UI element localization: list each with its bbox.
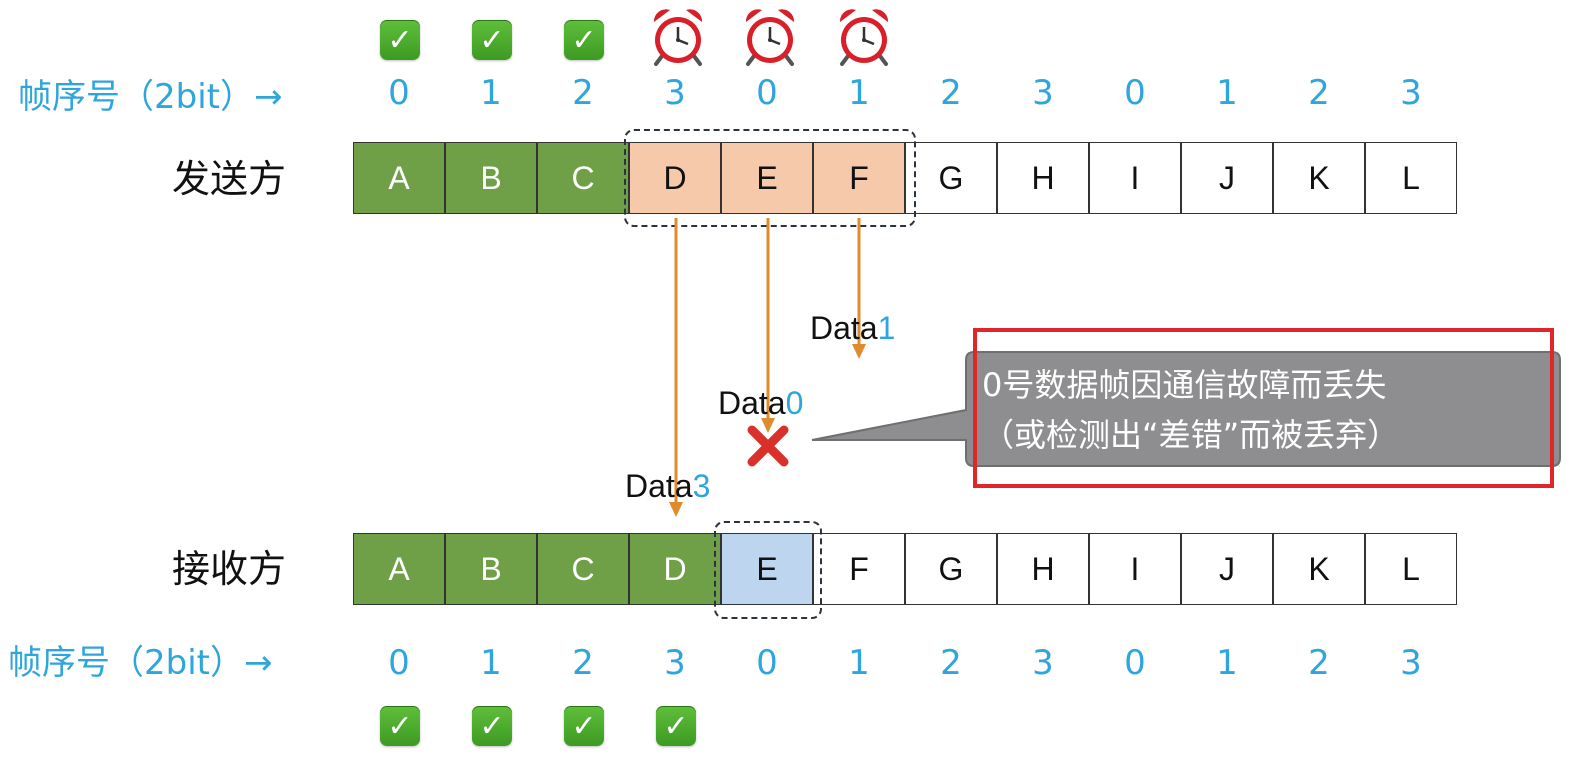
highlight-frame — [973, 328, 1554, 488]
check-icon: ✓ — [472, 20, 512, 60]
receiver-frame-row: A B C D E F G H I J K L — [353, 533, 1457, 605]
check-icon: ✓ — [564, 706, 604, 746]
callout-line-1: 0号数据帧因通信故障而丢失 — [982, 366, 1387, 404]
alarm-clock-icon — [653, 9, 703, 66]
receiver-frame: G — [905, 533, 997, 605]
alarm-clock-icon — [839, 9, 889, 66]
sequence-number: 0 — [388, 73, 410, 113]
arrowhead — [761, 418, 775, 433]
sender-frame: L — [1365, 142, 1457, 214]
sequence-number: 2 — [572, 73, 594, 113]
receiver-label: 接收方 — [172, 547, 287, 591]
sequence-number: 1 — [480, 643, 502, 683]
receiver-frame: K — [1273, 533, 1365, 605]
receiver-frame: F — [813, 533, 905, 605]
sequence-number: 0 — [1124, 73, 1146, 113]
receiver-frame: C — [537, 533, 629, 605]
data1-label: Data1 — [810, 310, 896, 346]
callout-line-2: （或检测出“差错”而被丢弃） — [982, 416, 1400, 454]
sequence-number: 2 — [1308, 73, 1330, 113]
sender-frame: E — [721, 142, 813, 214]
sequence-number: 1 — [1216, 643, 1238, 683]
sequence-number: 3 — [664, 73, 686, 113]
sequence-number: 3 — [1032, 73, 1054, 113]
sequence-number: 0 — [756, 643, 778, 683]
sequence-number: 1 — [848, 73, 870, 113]
receiver-frame: J — [1181, 533, 1273, 605]
sender-frame: D — [629, 142, 721, 214]
receiver-frame: A — [353, 533, 445, 605]
sender-frame: H — [997, 142, 1089, 214]
receiver-frame: I — [1089, 533, 1181, 605]
sender-frame: A — [353, 142, 445, 214]
sequence-number: 1 — [1216, 73, 1238, 113]
sender-frame: J — [1181, 142, 1273, 214]
sender-label: 发送方 — [172, 157, 287, 201]
sender-window — [624, 129, 916, 227]
sequence-number: 2 — [940, 643, 962, 683]
data3-label: Data3 — [625, 468, 711, 504]
receiver-frame: B — [445, 533, 537, 605]
check-icon: ✓ — [380, 706, 420, 746]
receiver-frame: L — [1365, 533, 1457, 605]
sender-frame: K — [1273, 142, 1365, 214]
sequence-number: 2 — [940, 73, 962, 113]
receiver-sequence-numbers: 0 1 2 3 0 1 2 3 0 1 2 3 — [353, 646, 1457, 680]
lost-mark-icon — [747, 425, 789, 467]
sequence-number: 0 — [756, 73, 778, 113]
sender-frame: I — [1089, 142, 1181, 214]
receiver-frame: D — [629, 533, 721, 605]
sequence-number: 1 — [848, 643, 870, 683]
arrowhead — [669, 502, 683, 517]
arrowhead — [852, 344, 866, 359]
sequence-number: 2 — [1308, 643, 1330, 683]
receiver-frame: H — [997, 533, 1089, 605]
sequence-number: 1 — [480, 73, 502, 113]
receiver-frame: E — [721, 533, 813, 605]
sequence-number: 3 — [1400, 643, 1422, 683]
sender-frame: F — [813, 142, 905, 214]
sequence-number: 3 — [1032, 643, 1054, 683]
sequence-number: 3 — [664, 643, 686, 683]
sequence-number: 0 — [1124, 643, 1146, 683]
sender-frame: B — [445, 142, 537, 214]
check-icon: ✓ — [564, 20, 604, 60]
receiver-sequence-label: 帧序号（2bit）→ — [8, 643, 273, 683]
check-icon: ✓ — [656, 706, 696, 746]
check-icon: ✓ — [472, 706, 512, 746]
sender-frame-row: A B C D E F G H I J K L — [353, 142, 1457, 214]
sequence-number: 2 — [572, 643, 594, 683]
sequence-number: 3 — [1400, 73, 1422, 113]
check-icon: ✓ — [380, 20, 420, 60]
sender-frame: C — [537, 142, 629, 214]
receiver-window — [714, 521, 822, 619]
sender-sequence-label: 帧序号（2bit）→ — [18, 77, 283, 117]
data0-label: Data0 — [718, 385, 804, 421]
sender-sequence-numbers: 0 1 2 3 0 1 2 3 0 1 2 3 — [353, 76, 1457, 110]
alarm-clock-icon — [745, 9, 795, 66]
sequence-number: 0 — [388, 643, 410, 683]
sender-frame: G — [905, 142, 997, 214]
